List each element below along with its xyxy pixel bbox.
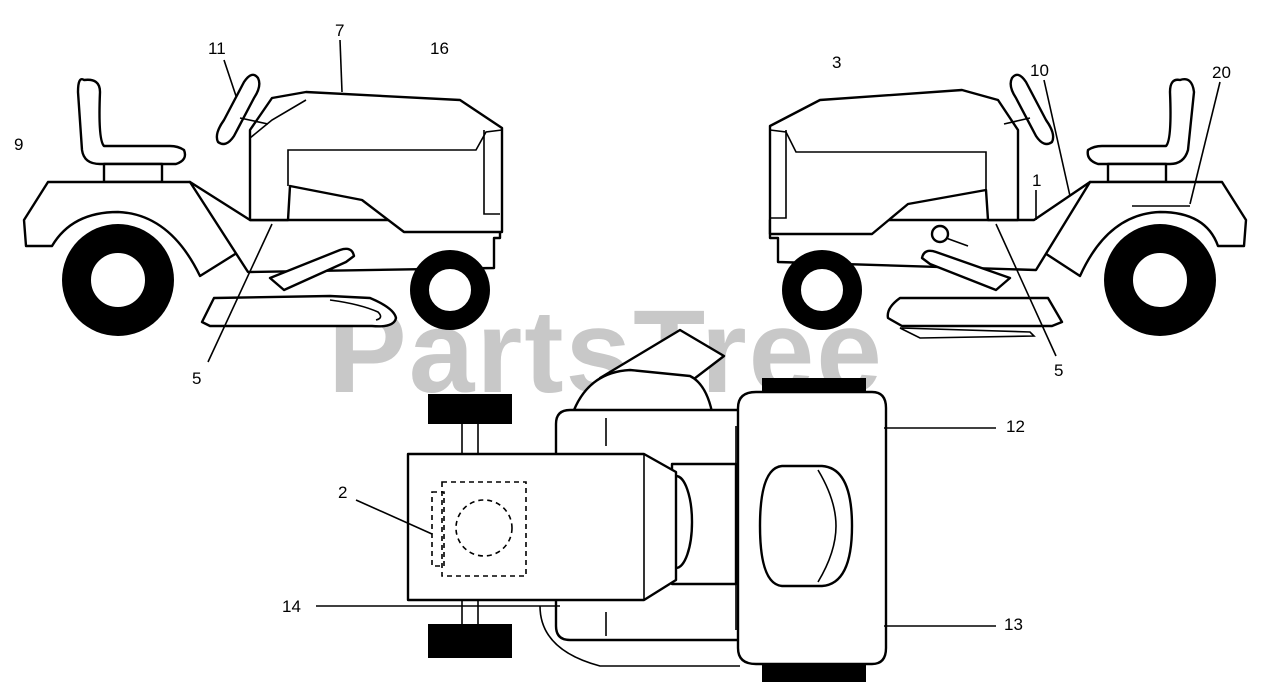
- hood-top: [406, 452, 678, 602]
- leader-2: [355, 499, 433, 535]
- leader-7: [339, 39, 343, 93]
- dash-left: [249, 99, 307, 139]
- steering-wheel-left: [215, 73, 261, 146]
- seat-right: [1086, 78, 1196, 166]
- hood-left: [248, 90, 504, 234]
- seat-post-left: [102, 162, 164, 184]
- deck-chute-right: [899, 327, 1036, 339]
- steering-column-right: [1003, 117, 1031, 125]
- callout-11: 11: [208, 39, 226, 58]
- rear-fender-left: [22, 180, 250, 278]
- pedal-right: [920, 249, 1012, 292]
- rear-tire-top-lower: [762, 660, 866, 682]
- rear-wheel-right: [1104, 224, 1216, 336]
- steering-wheel-right: [1009, 73, 1055, 146]
- seat-top: [758, 464, 854, 588]
- hood-right: [768, 88, 1020, 236]
- lever-right: [945, 237, 969, 247]
- callout-16: 16: [430, 39, 449, 58]
- callout-9: 9: [14, 135, 23, 154]
- hood-line-right: [769, 129, 987, 190]
- front-tire-top-lower: [428, 624, 512, 658]
- callout-12: 12: [1006, 417, 1025, 436]
- deck-outline-top: [539, 605, 740, 667]
- callout-7: 7: [335, 21, 344, 40]
- callout-13: 13: [1004, 615, 1023, 634]
- hood-grille-left: [483, 130, 500, 215]
- callout-2: 2: [338, 483, 347, 502]
- steering-column-left: [239, 117, 269, 125]
- leader-11: [223, 59, 237, 97]
- seat-top-back: [817, 469, 837, 583]
- leader-10: [1043, 79, 1071, 197]
- front-tire-top-upper: [428, 394, 512, 424]
- mower-deck-right: [886, 296, 1064, 328]
- callout-20: 20: [1212, 63, 1231, 82]
- hood-line-left: [287, 129, 503, 186]
- front-wheel-right: [782, 250, 862, 330]
- callout-5-left: 5: [192, 369, 201, 388]
- pedal-left: [268, 247, 356, 292]
- callout-14: 14: [282, 597, 301, 616]
- decal-circle-top: [455, 499, 513, 557]
- leader-5-right: [995, 223, 1057, 357]
- tractor-top-view: [316, 328, 996, 682]
- tractor-right-side-view: [768, 73, 1248, 357]
- front-wheel-left: [410, 250, 490, 330]
- leader-20: [1189, 81, 1221, 205]
- callout-3: 3: [832, 53, 841, 72]
- decal-area-top: [441, 481, 527, 577]
- deck-chute-left: [329, 299, 382, 321]
- decal-area-top-shadow: [431, 491, 445, 567]
- hood-grille-right: [770, 130, 787, 219]
- seat-post-right: [1106, 162, 1168, 184]
- leader-5-left: [207, 223, 273, 363]
- rear-wheel-left: [62, 224, 174, 336]
- dash-top: [572, 368, 714, 414]
- tractor-left-side-view: [22, 39, 504, 363]
- lever-knob-right: [930, 224, 950, 244]
- rear-fender-right: [1032, 180, 1248, 278]
- callout-5-right: 5: [1054, 361, 1063, 380]
- seat-left: [76, 78, 187, 166]
- callout-1: 1: [1032, 171, 1041, 190]
- callout-10: 10: [1030, 61, 1049, 80]
